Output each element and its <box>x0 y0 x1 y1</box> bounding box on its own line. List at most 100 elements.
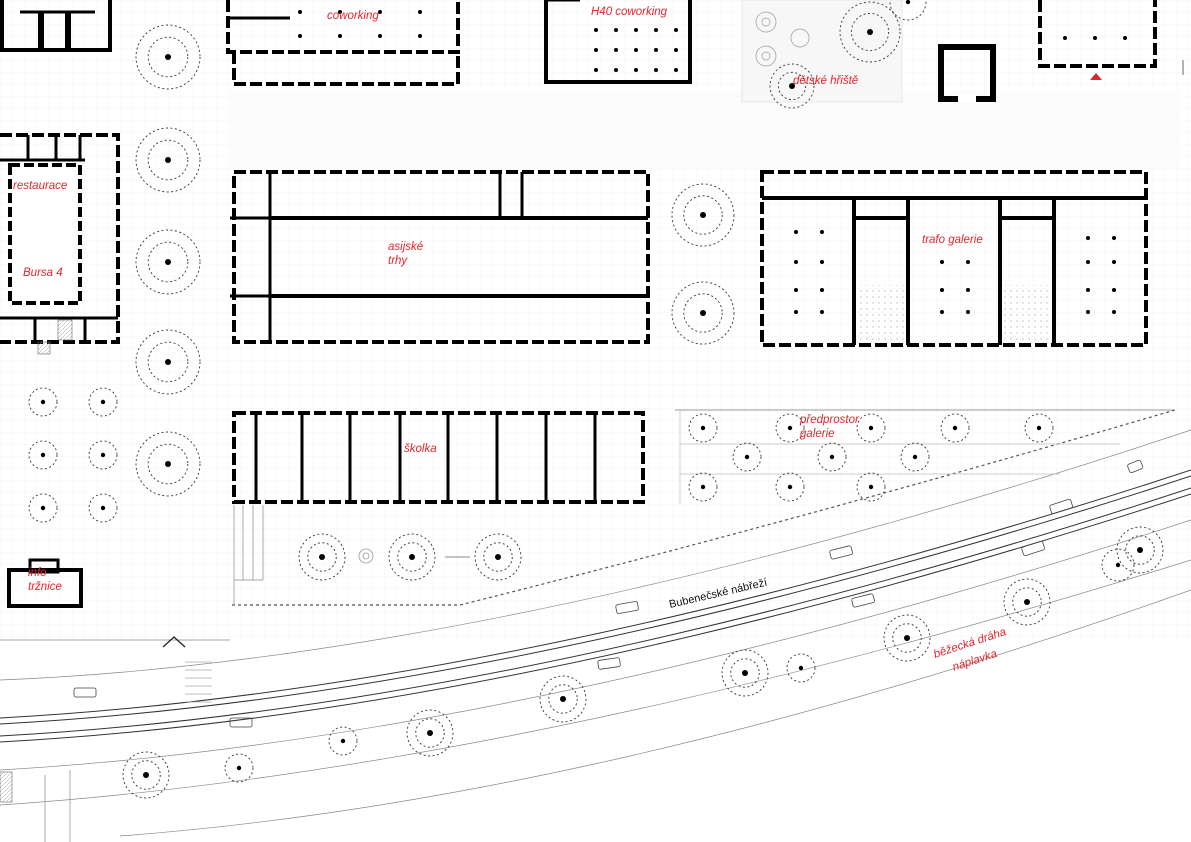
building-skolka <box>232 411 645 504</box>
kiosk-door <box>958 94 976 102</box>
chevron-up-icon <box>162 636 186 648</box>
tree-canopy <box>328 726 358 756</box>
tree-canopy-inner <box>730 658 760 688</box>
tree-trunk <box>40 452 46 458</box>
tree-canopy-inner <box>147 36 189 78</box>
label-skolka: školka <box>404 443 437 455</box>
tree-trunk <box>1024 599 1030 605</box>
predprostor-paving <box>679 410 1120 504</box>
tree-canopy <box>135 329 201 395</box>
tree-canopy-inner <box>131 760 161 790</box>
tree-canopy-inner <box>683 293 723 333</box>
tree-trunk <box>100 505 106 511</box>
tree-canopy <box>298 533 346 581</box>
tree-canopy <box>224 753 254 783</box>
tree-trunk <box>165 157 171 163</box>
tree-trunk <box>787 484 793 490</box>
tree-canopy <box>900 442 930 472</box>
building-top-left <box>0 0 112 52</box>
tree-canopy <box>88 493 118 523</box>
tree-trunk <box>700 484 706 490</box>
tree-canopy <box>889 0 927 21</box>
building-h40-coworking <box>544 0 692 84</box>
tree-canopy-inner <box>147 139 189 181</box>
tree-trunk <box>1036 425 1042 431</box>
playground-equipment <box>755 11 810 67</box>
tree-trunk <box>495 554 501 560</box>
tree-trunk <box>867 29 873 35</box>
label-bursa: Bursa 4 <box>23 267 63 279</box>
tree-trunk <box>789 83 795 89</box>
tree-trunk <box>40 505 46 511</box>
tree-trunk <box>700 212 706 218</box>
tree-trunk <box>742 670 748 676</box>
tree-trunk <box>236 765 242 771</box>
tree-canopy <box>940 413 970 443</box>
building-info-trznice <box>7 558 83 608</box>
tree-trunk <box>100 399 106 405</box>
tree-canopy-inner <box>1125 535 1155 565</box>
tree-canopy <box>135 431 201 497</box>
tree-canopy <box>88 440 118 470</box>
tree-canopy <box>856 413 886 443</box>
tree-canopy <box>28 387 58 417</box>
tree-canopy <box>1101 548 1135 582</box>
tree-canopy <box>135 229 201 295</box>
building-asijske-trhy <box>230 170 650 344</box>
building-trafo-galerie <box>760 170 1148 347</box>
tree-canopy-inner <box>1012 587 1042 617</box>
tree-canopy <box>1116 526 1164 574</box>
tree-trunk <box>1115 562 1121 568</box>
label-trafo-galerie: trafo galerie <box>922 234 983 246</box>
label-asijske-trhy: asijské trhy <box>388 241 426 267</box>
label-info-trznice: info tržnice <box>28 567 62 593</box>
tree-canopy <box>775 472 805 502</box>
tree-canopy-inner <box>892 623 922 653</box>
tree-trunk <box>1137 547 1143 553</box>
tree-trunk <box>143 772 149 778</box>
tree-trunk <box>700 310 706 316</box>
tree-canopy <box>786 653 816 683</box>
tree-canopy <box>1024 413 1054 443</box>
tree-canopy <box>769 63 815 109</box>
tree-canopy <box>775 413 805 443</box>
tree-canopy-inner <box>147 241 189 283</box>
tree-canopy <box>856 472 886 502</box>
tree-canopy-inner <box>850 12 890 52</box>
tree-canopy <box>474 533 522 581</box>
tree-trunk <box>340 738 346 744</box>
tree-canopy <box>721 649 769 697</box>
label-predprostor-galerie: předprostor galerie <box>799 414 862 440</box>
tree-canopy <box>688 413 718 443</box>
tree-canopy-inner <box>397 542 427 572</box>
tree-canopy <box>135 127 201 193</box>
tree-canopy-inner <box>147 443 189 485</box>
tree-trunk <box>744 454 750 460</box>
building-restaurace-bursa <box>0 133 120 355</box>
tree-trunk <box>165 461 171 467</box>
building-pavilion-top-right <box>1038 0 1157 68</box>
skolka-garden <box>233 505 264 605</box>
tree-canopy <box>28 493 58 523</box>
tree-trunk <box>165 359 171 365</box>
tree-canopy-inner <box>415 718 445 748</box>
tree-canopy-inner <box>548 684 578 714</box>
tree-trunk <box>868 484 874 490</box>
tree-trunk <box>912 454 918 460</box>
tree-canopy <box>406 709 454 757</box>
tree-trunk <box>868 425 874 431</box>
promenade-fence <box>232 409 1176 606</box>
tree-canopy <box>671 183 735 247</box>
tree-canopy-inner <box>683 195 723 235</box>
tree-trunk <box>560 696 566 702</box>
playground-area <box>741 0 903 103</box>
plaza-paving <box>230 90 1180 170</box>
tree-trunk <box>409 554 415 560</box>
tree-trunk <box>165 259 171 265</box>
label-h40-coworking: H40 coworking <box>591 6 668 18</box>
tree-trunk <box>319 554 325 560</box>
tree-trunk <box>904 635 910 641</box>
tree-canopy <box>135 24 201 90</box>
tree-canopy <box>671 281 735 345</box>
tree-canopy <box>122 751 170 799</box>
